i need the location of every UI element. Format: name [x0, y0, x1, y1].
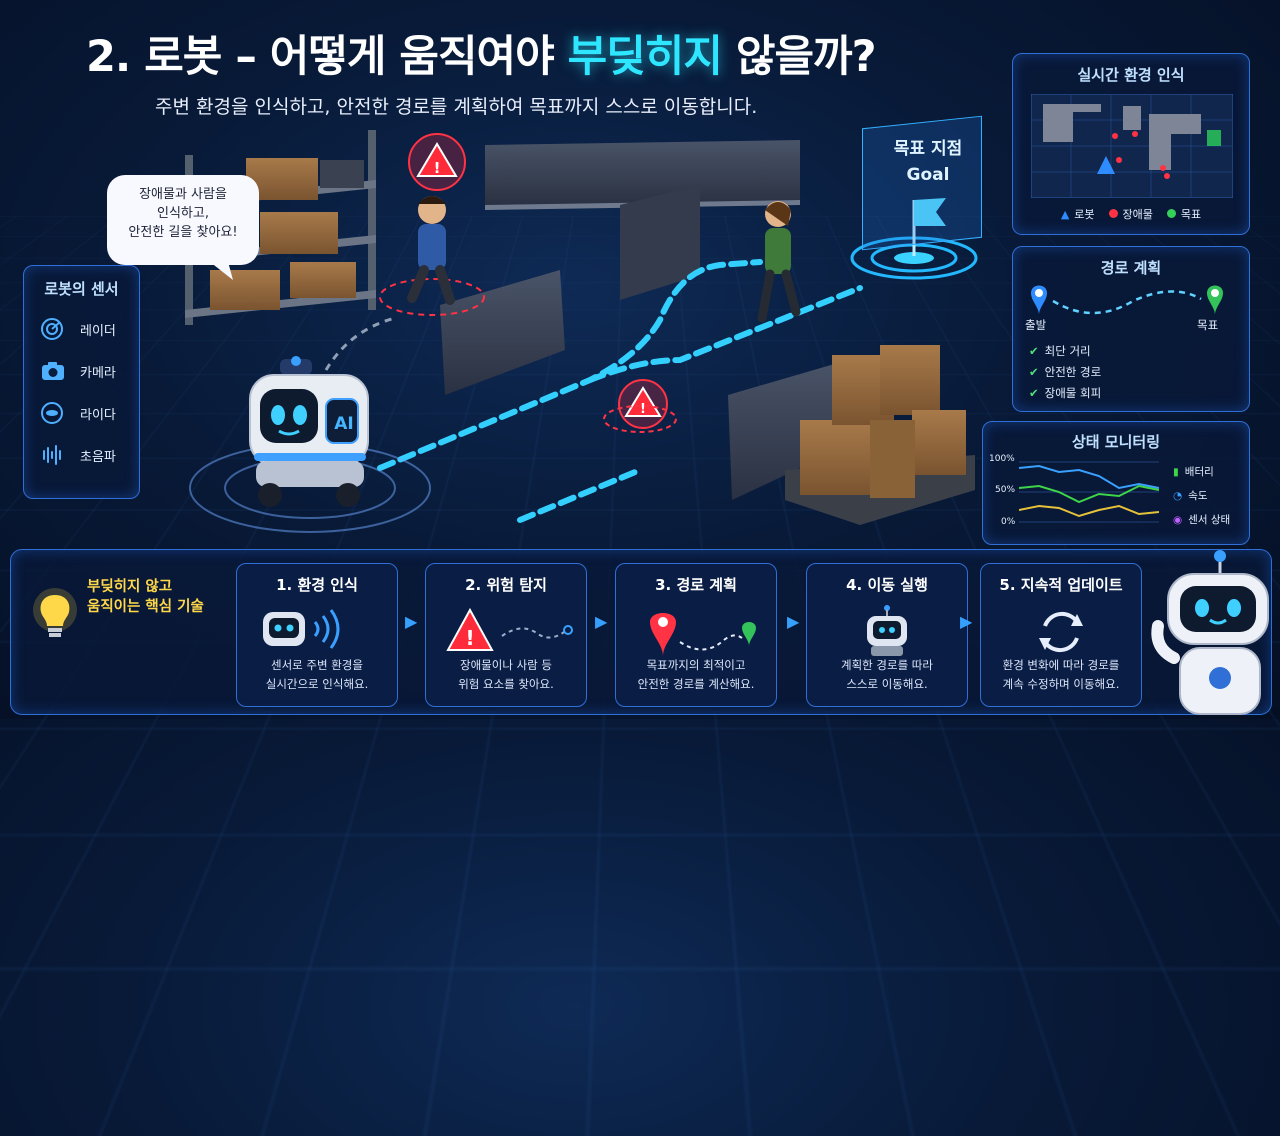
- sensor-item-ultrasonic: 초음파: [40, 443, 139, 467]
- legend-goal: 목표: [1167, 206, 1201, 222]
- step-card-1: 1. 환경 인식 센서로 주변 환경을 실시간으로 인식해요.: [236, 563, 398, 707]
- arrow-right-icon: ▶: [787, 612, 799, 631]
- plan-check-list: ✔최단 거리 ✔안전한 경로 ✔장애물 회피: [1029, 343, 1101, 406]
- refresh-cycle-icon: [981, 604, 1141, 660]
- ultrasonic-icon: [40, 443, 68, 467]
- sensor-item-lidar: 라이다: [40, 401, 139, 425]
- warning-marker-2: !: [604, 380, 676, 432]
- plan-end-label: 목표: [1197, 317, 1218, 333]
- legend-battery: ▮배터리: [1173, 460, 1230, 484]
- radar-icon: [40, 317, 68, 341]
- check-item: ✔안전한 경로: [1029, 364, 1101, 380]
- step-desc: 목표까지의 최적이고 안전한 경로를 계산해요.: [616, 656, 776, 694]
- legend-sensor: ◉센서 상태: [1173, 508, 1230, 532]
- check-item: ✔최단 거리: [1029, 343, 1101, 359]
- robot-sensing-icon: [237, 604, 397, 660]
- arrow-right-icon: ▶: [595, 612, 607, 631]
- sensor-item-radar: 레이더: [40, 317, 139, 341]
- step-card-4: 4. 이동 실행 계획한 경로를 따라 스스로 이동해요.: [806, 563, 968, 707]
- y-tick-50: 50%: [995, 485, 1015, 495]
- y-tick-100: 100%: [989, 454, 1015, 464]
- step-desc: 센서로 주변 환경을 실시간으로 인식해요.: [237, 656, 397, 694]
- svg-text:!: !: [465, 626, 474, 650]
- step-card-3: 3. 경로 계획 목표까지의 최적이고 안전한 경로를 계산해요.: [615, 563, 777, 707]
- path-plan-panel: 경로 계획 출발 목표 ✔최단 거리 ✔안전한 경로 ✔장애물 회피: [1012, 246, 1250, 412]
- map-view: [1031, 94, 1233, 198]
- route-pin-icon: [616, 604, 776, 660]
- arrow-right-icon: ▶: [960, 612, 972, 631]
- legend-speed: ◔속도: [1173, 484, 1230, 508]
- step-card-2: 2. 위험 탐지 ! 장애물이나 사람 등 위험 요소를 찾아요.: [425, 563, 587, 707]
- step-title: 3. 경로 계획: [616, 574, 776, 595]
- status-legend: ▮배터리 ◔속도 ◉센서 상태: [1173, 460, 1230, 532]
- check-icon: ✔: [1029, 386, 1039, 400]
- ai-robot: [238, 355, 378, 515]
- plan-start-label: 출발: [1025, 317, 1046, 333]
- map-panel-title: 실시간 환경 인식: [1013, 64, 1249, 85]
- realtime-map-panel: 실시간 환경 인식 ▲로봇 장애물 목표: [1012, 53, 1250, 235]
- status-panel-title: 상태 모니터링: [983, 431, 1249, 452]
- person-1: [412, 196, 450, 300]
- check-item: ✔장애물 회피: [1029, 385, 1101, 401]
- legend-obstacle: 장애물: [1109, 206, 1153, 222]
- sensor-panel-title: 로봇의 센서: [24, 278, 139, 299]
- speech-bubble: 장애물과 사람을 인식하고, 안전한 길을 찾아요!: [107, 175, 259, 265]
- svg-text:!: !: [640, 402, 646, 417]
- goal-label: 목표 지점 Goal: [888, 136, 968, 188]
- step-title: 5. 지속적 업데이트: [981, 574, 1141, 595]
- sensor-panel: 로봇의 센서 레이더 카메라 라이다 초음파: [23, 265, 140, 499]
- bubble-tail: [205, 258, 235, 282]
- svg-text:!: !: [434, 159, 441, 177]
- warning-icon: !: [426, 604, 586, 660]
- plan-panel-title: 경로 계획: [1013, 257, 1249, 278]
- step-card-5: 5. 지속적 업데이트 환경 변화에 따라 경로를 계속 수정하며 이동해요.: [980, 563, 1142, 707]
- legend-robot: ▲로봇: [1061, 206, 1095, 222]
- step-title: 4. 이동 실행: [807, 574, 967, 595]
- core-tech-title: 부딪히지 않고 움직이는 핵심 기술: [87, 577, 204, 617]
- sensor-item-camera: 카메라: [40, 359, 139, 383]
- robot-move-icon: [807, 604, 967, 660]
- check-icon: ✔: [1029, 365, 1039, 379]
- person-2: [762, 201, 796, 318]
- step-desc: 장애물이나 사람 등 위험 요소를 찾아요.: [426, 656, 586, 694]
- step-title: 2. 위험 탐지: [426, 574, 586, 595]
- map-legend: ▲로봇 장애물 목표: [1013, 206, 1249, 222]
- speed-icon: ◔: [1173, 490, 1182, 502]
- robot-badge: AI: [332, 414, 356, 434]
- step-desc: 계획한 경로를 따라 스스로 이동해요.: [807, 656, 967, 694]
- arrow-right-icon: ▶: [405, 612, 417, 631]
- step-title: 1. 환경 인식: [237, 574, 397, 595]
- walls: [440, 140, 860, 500]
- status-monitor-panel: 상태 모니터링 100% 50% 0% ▮배터리 ◔속도 ◉센서 상태: [982, 421, 1250, 545]
- y-tick-0: 0%: [1001, 517, 1015, 527]
- lidar-icon: [40, 401, 68, 425]
- sensor-status-icon: ◉: [1173, 514, 1182, 526]
- mascot-robot: [1140, 548, 1276, 716]
- check-icon: ✔: [1029, 344, 1039, 358]
- camera-icon: [40, 359, 68, 383]
- status-sparkline: [1019, 458, 1159, 528]
- step-desc: 환경 변화에 따라 경로를 계속 수정하며 이동해요.: [981, 656, 1141, 694]
- lightbulb-icon: [30, 585, 80, 647]
- battery-icon: ▮: [1173, 466, 1179, 478]
